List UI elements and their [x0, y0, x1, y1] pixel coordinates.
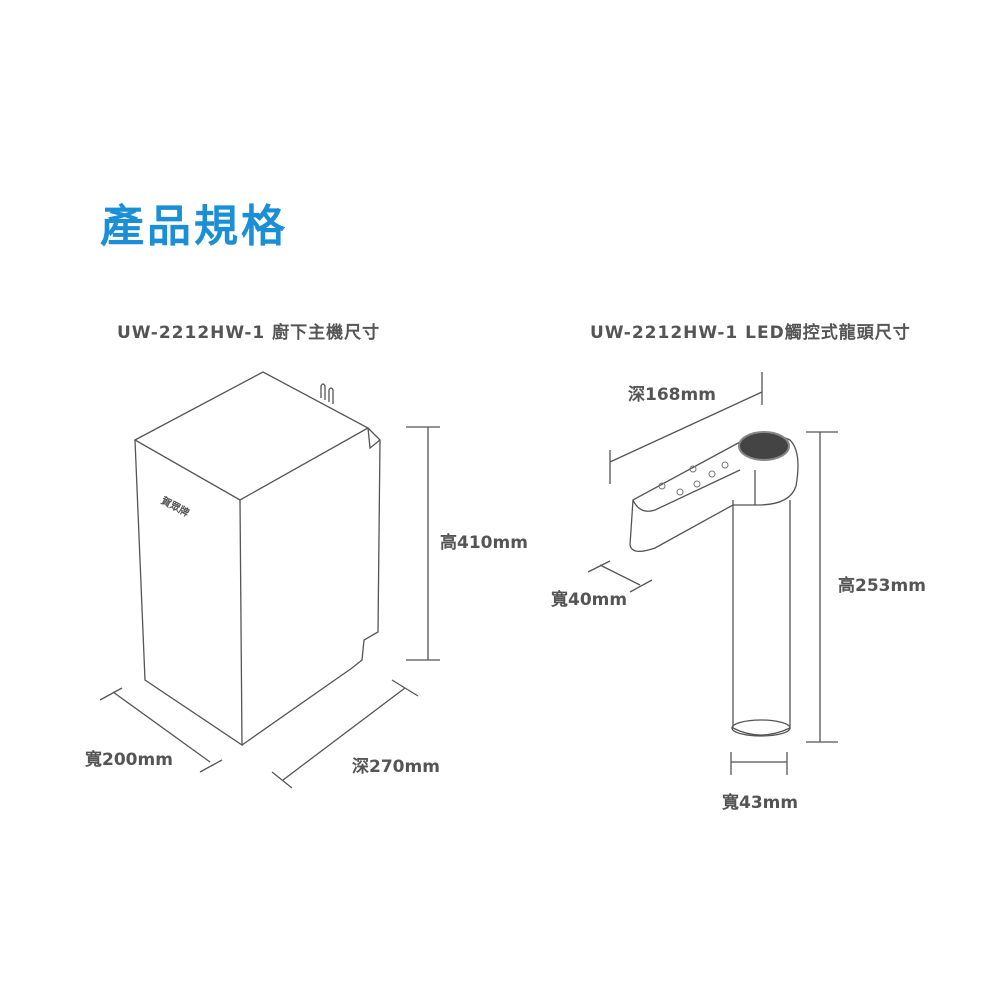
unit-pipes	[320, 383, 334, 404]
depth-dim-line	[271, 679, 419, 789]
faucet-depth-label: 深168mm	[628, 385, 716, 405]
unit-dimension-lines	[99, 426, 440, 789]
faucet-head-width-dim-line	[587, 560, 653, 593]
unit-width-label: 寬200mm	[85, 750, 173, 770]
touch-button	[658, 482, 666, 490]
unit-notch	[367, 427, 381, 450]
width-dim-line	[99, 687, 223, 773]
touch-button	[676, 488, 684, 496]
faucet-column	[732, 500, 791, 736]
faucet-base-width-label: 寬43mm	[722, 793, 799, 813]
faucet-dimension-lines	[587, 372, 838, 775]
touch-button	[689, 465, 697, 473]
touch-buttons	[658, 461, 729, 496]
touch-button	[708, 470, 716, 478]
page-title: 產品規格	[100, 201, 288, 252]
faucet-heading: UW-2212HW-1 LED觸控式龍頭尺寸	[590, 323, 911, 343]
touch-button	[721, 461, 729, 469]
faucet-base	[731, 719, 791, 737]
faucet	[629, 431, 799, 737]
led-display	[738, 431, 790, 461]
unit-height-label: 高410mm	[440, 533, 528, 553]
height-dim-line	[406, 426, 440, 661]
faucet-top-edge	[632, 469, 741, 512]
faucet-depth-dim-line	[609, 372, 763, 484]
faucet-height-label: 高253mm	[838, 576, 926, 596]
faucet-height-dim-line	[806, 431, 838, 743]
unit-depth-label: 深270mm	[352, 757, 440, 777]
unit-front-face	[134, 439, 243, 747]
faucet-head-width-label: 寬40mm	[551, 590, 628, 610]
faucet-base-width-dim-line	[730, 752, 788, 775]
touch-button	[693, 480, 701, 488]
unit-heading: UW-2212HW-1 廚下主機尺寸	[117, 323, 381, 343]
unit-side-face	[241, 427, 381, 746]
under-sink-unit	[133, 371, 381, 747]
